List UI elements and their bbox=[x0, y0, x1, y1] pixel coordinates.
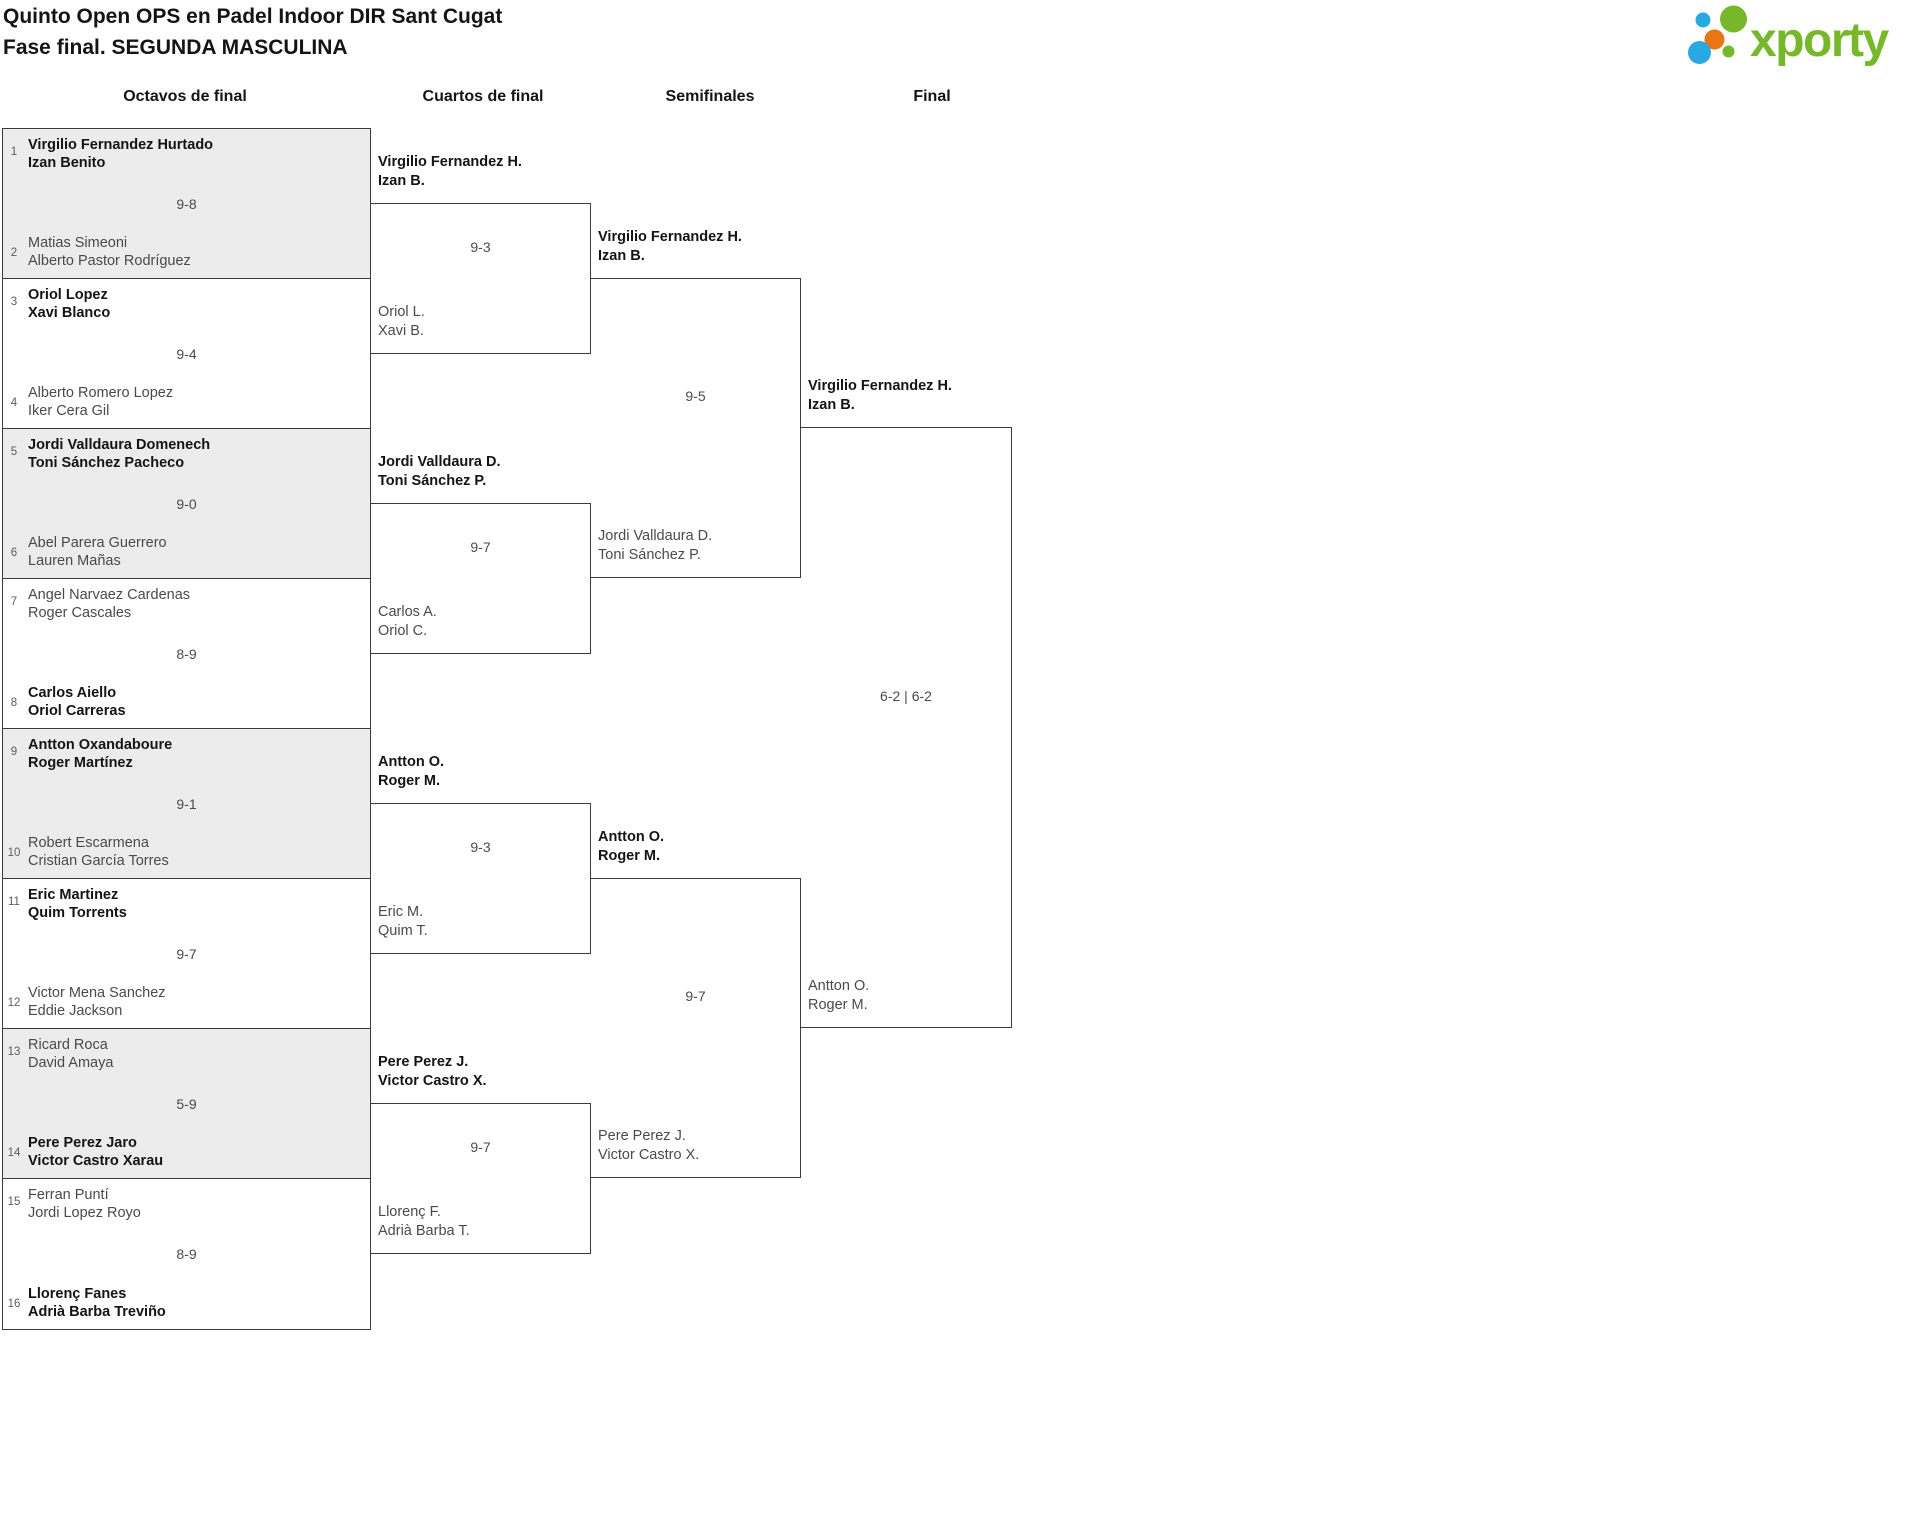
tournament-title: Quinto Open OPS en Padel Indoor DIR Sant… bbox=[3, 5, 503, 28]
match-cuartos-4: Pere Perez J.Victor Castro X. 9-7 Lloren… bbox=[371, 1054, 591, 1254]
match-score: 9-7 bbox=[685, 988, 706, 1004]
seed-number: 10 bbox=[7, 847, 21, 859]
match-score: 9-0 bbox=[176, 495, 197, 512]
seed-number: 4 bbox=[10, 397, 18, 409]
phase-title: Fase final. SEGUNDA MASCULINA bbox=[3, 36, 348, 59]
logo-dot bbox=[1688, 41, 1711, 64]
match-score: 9-5 bbox=[685, 388, 706, 404]
match-cuartos-3: Antton O.Roger M. 9-3 Eric M.Quim T. bbox=[371, 754, 591, 954]
round-header-octavos: Octavos de final bbox=[123, 88, 247, 105]
seed-number: 9 bbox=[10, 746, 18, 758]
seed-number: 5 bbox=[10, 446, 18, 458]
loser-team: Carlos A.Oriol C. bbox=[378, 604, 437, 639]
match-score: 9-3 bbox=[470, 238, 491, 255]
match-score: 6-2 | 6-2 bbox=[880, 687, 932, 704]
seed-number: 8 bbox=[10, 697, 18, 709]
match-score: 9-1 bbox=[176, 795, 197, 812]
match-score: 9-7 bbox=[470, 538, 491, 555]
loser-team: Antton O.Roger M. bbox=[808, 978, 870, 1013]
match-semifinal-2: Antton O.Roger M. 9-7 Pere Perez J.Victo… bbox=[591, 829, 801, 1178]
xporty-logo[interactable]: xporty bbox=[1676, 0, 1920, 74]
seed-number: 7 bbox=[10, 596, 18, 608]
seed-number: 14 bbox=[7, 1147, 21, 1159]
logo-dot bbox=[1720, 5, 1747, 33]
title-block: Quinto Open OPS en Padel Indoor DIR Sant… bbox=[3, 1, 502, 63]
loser-team: Eric M.Quim T. bbox=[378, 904, 428, 939]
seed-number: 11 bbox=[8, 896, 20, 908]
match-score: 9-3 bbox=[470, 838, 491, 855]
logo-text: xporty bbox=[1750, 14, 1890, 67]
match-score: 9-4 bbox=[176, 345, 197, 362]
winner-team: Virgilio Fernandez H.Izan B. bbox=[598, 229, 742, 264]
round-header-final: Final bbox=[913, 88, 951, 105]
match-cuartos-1: Virgilio Fernandez H.Izan B. 9-3 Oriol L… bbox=[371, 154, 591, 354]
winner-team: Pere Perez J.Victor Castro X. bbox=[378, 1054, 487, 1089]
match-score: 9-7 bbox=[470, 1138, 491, 1155]
match-score: 8-9 bbox=[176, 1246, 197, 1262]
match-score: 5-9 bbox=[176, 1095, 197, 1112]
seed-number: 6 bbox=[10, 547, 18, 559]
seed-number: 16 bbox=[7, 1298, 21, 1310]
seed-number: 12 bbox=[7, 997, 21, 1009]
match-score: 9-8 bbox=[176, 195, 197, 212]
loser-team: Pere Perez J.Victor Castro X. bbox=[598, 1128, 700, 1163]
seed-number: 13 bbox=[7, 1046, 21, 1058]
logo-dot bbox=[1704, 29, 1725, 50]
logo-dot bbox=[1695, 12, 1711, 28]
seed-number: 3 bbox=[10, 296, 18, 308]
winner-team: Virgilio Fernandez H.Izan B. bbox=[808, 378, 952, 413]
loser-team: Jordi Valldaura D.Toni Sánchez P. bbox=[598, 528, 713, 563]
seed-number: 2 bbox=[10, 247, 18, 259]
seed-number: 1 bbox=[10, 146, 18, 158]
winner-team: Antton O.Roger M. bbox=[598, 829, 665, 864]
match-cuartos-2: Jordi Valldaura D.Toni Sánchez P. 9-7 Ca… bbox=[371, 454, 591, 654]
logo-dot bbox=[1722, 45, 1735, 58]
round-header-cuartos: Cuartos de final bbox=[422, 88, 544, 105]
loser-team: Llorenç F.Adrià Barba T. bbox=[378, 1204, 470, 1239]
match-score: 8-9 bbox=[176, 645, 197, 662]
winner-team: Virgilio Fernandez H.Izan B. bbox=[378, 154, 522, 189]
match-final: Virgilio Fernandez H.Izan B. 6-2 | 6-2 A… bbox=[801, 378, 1012, 1028]
seed-number: 15 bbox=[7, 1196, 21, 1208]
winner-team: Antton O.Roger M. bbox=[378, 754, 445, 789]
match-score: 9-7 bbox=[176, 945, 197, 962]
winner-team: Jordi Valldaura D.Toni Sánchez P. bbox=[378, 454, 501, 489]
round-header-semifinales: Semifinales bbox=[665, 88, 755, 105]
match-semifinal-1: Virgilio Fernandez H.Izan B. 9-5 Jordi V… bbox=[591, 229, 801, 578]
loser-team: Oriol L.Xavi B. bbox=[378, 304, 425, 339]
